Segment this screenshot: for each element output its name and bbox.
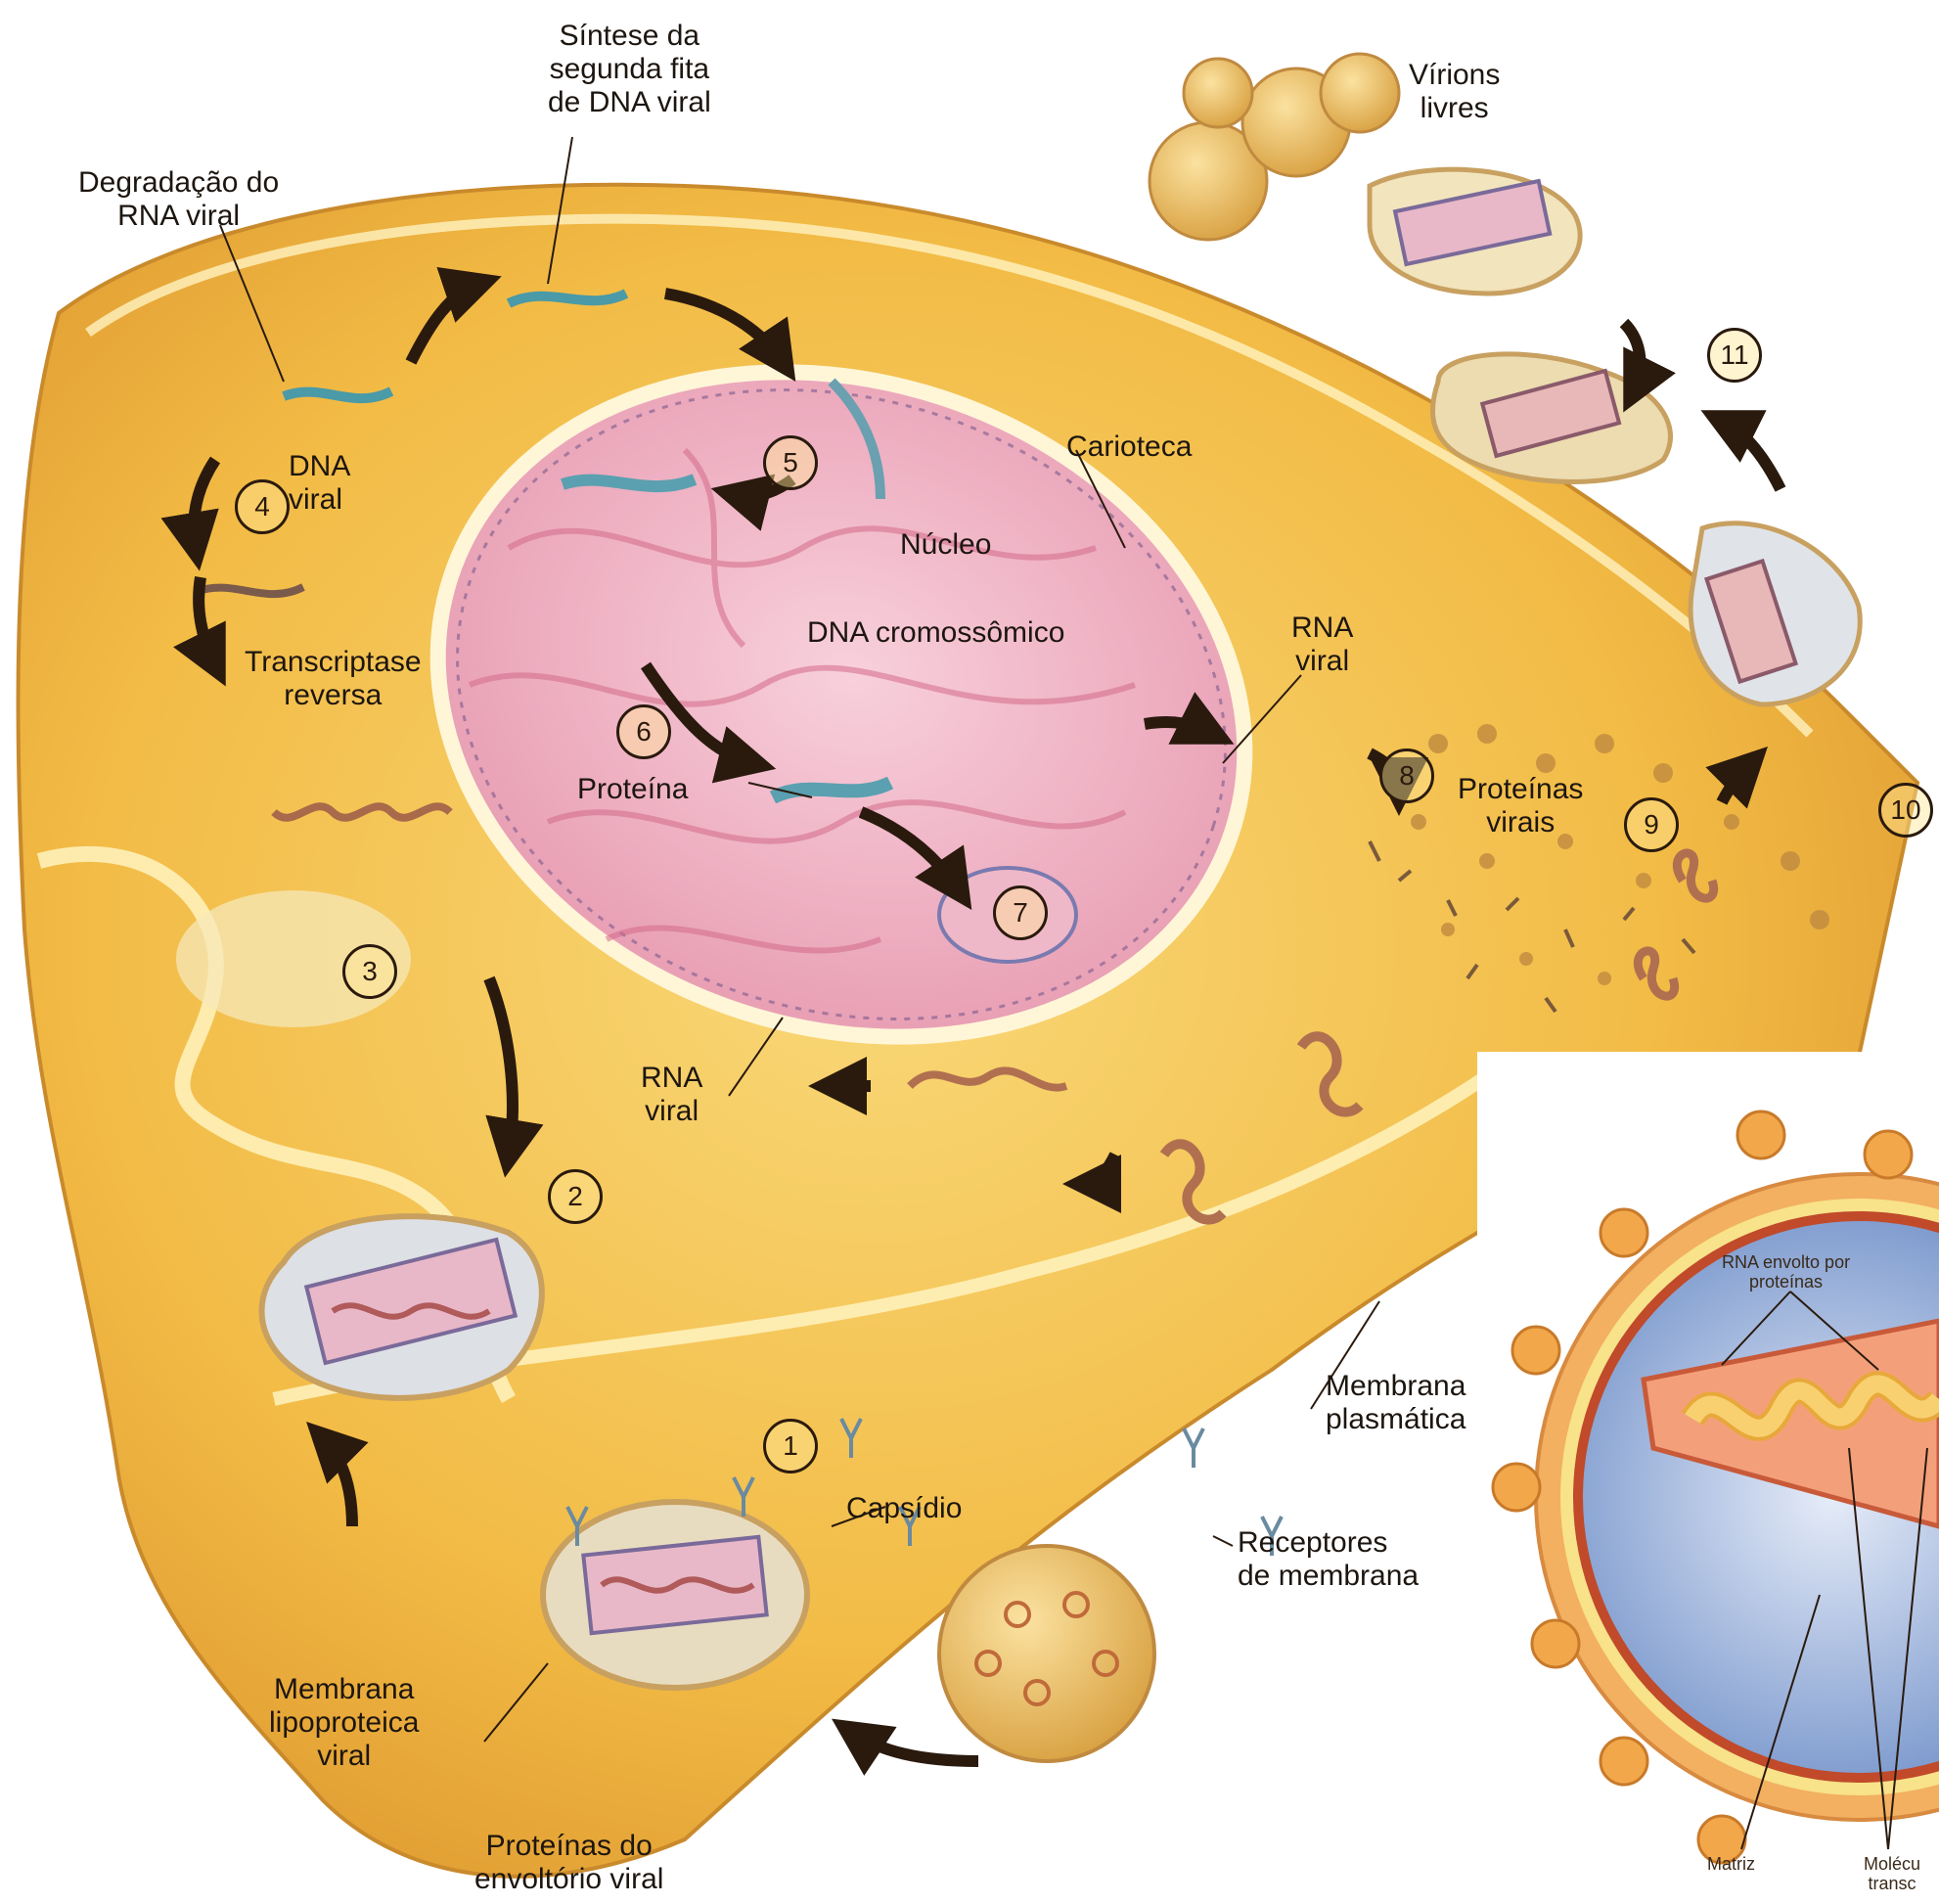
- virus-structure-inset: [1477, 1052, 1939, 1904]
- step-4: 4: [235, 479, 290, 534]
- fusing-virion: [543, 1502, 807, 1688]
- step-6: 6: [616, 704, 671, 759]
- step-3: 3: [342, 944, 397, 999]
- free-virions: [1150, 54, 1399, 240]
- step-8: 8: [1379, 748, 1434, 803]
- label-proteina: Proteína: [577, 773, 688, 806]
- step-1: 1: [763, 1419, 818, 1473]
- endosome-virion: [262, 1216, 542, 1398]
- label-nucleo: Núcleo: [900, 528, 991, 562]
- step-2: 2: [548, 1169, 603, 1224]
- step-9: 9: [1624, 797, 1679, 852]
- step-7: 7: [993, 885, 1048, 940]
- budding-virion-2: [1691, 523, 1860, 704]
- attached-virion: [939, 1546, 1154, 1761]
- step-10: 10: [1878, 783, 1933, 838]
- step-5: 5: [763, 435, 818, 490]
- label-capsidio: Capsídio: [846, 1492, 962, 1525]
- released-virion: [1370, 169, 1580, 294]
- label-carioteca: Carioteca: [1066, 431, 1192, 464]
- label-dna-cromossomico: DNA cromossômico: [807, 616, 1064, 650]
- step-11: 11: [1707, 328, 1762, 383]
- inset-label-matriz: Matriz: [1707, 1854, 1755, 1874]
